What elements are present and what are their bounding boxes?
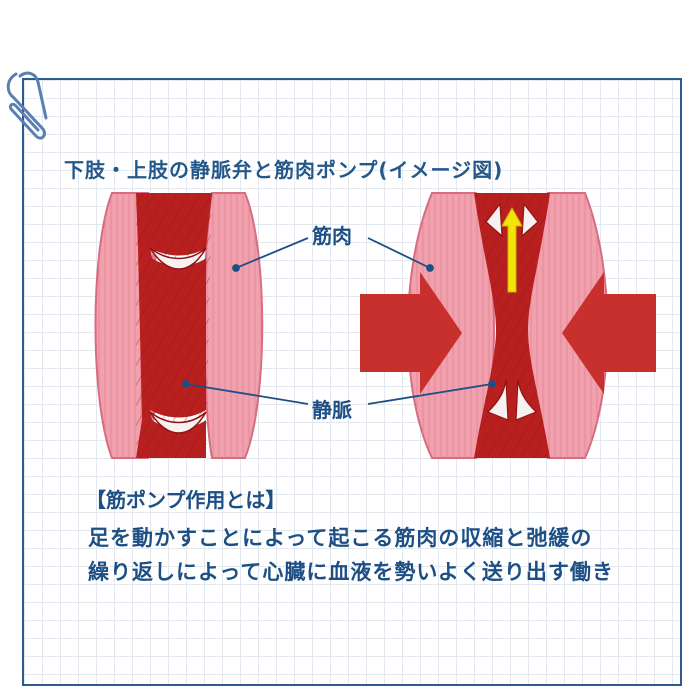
definition-line-2: 繰り返しによって心臓に血液を勢いよく送り出す働き bbox=[88, 556, 614, 586]
definition-heading: 【筋ポンプ作用とは】 bbox=[86, 484, 285, 513]
contracted-state bbox=[360, 193, 656, 458]
relaxed-state bbox=[96, 193, 263, 458]
muscle-label: 筋肉 bbox=[312, 220, 352, 249]
vein-label: 静脈 bbox=[312, 394, 352, 423]
definition-line-1: 足を動かすことによって起こる筋肉の収縮と弛緩の bbox=[88, 522, 592, 552]
